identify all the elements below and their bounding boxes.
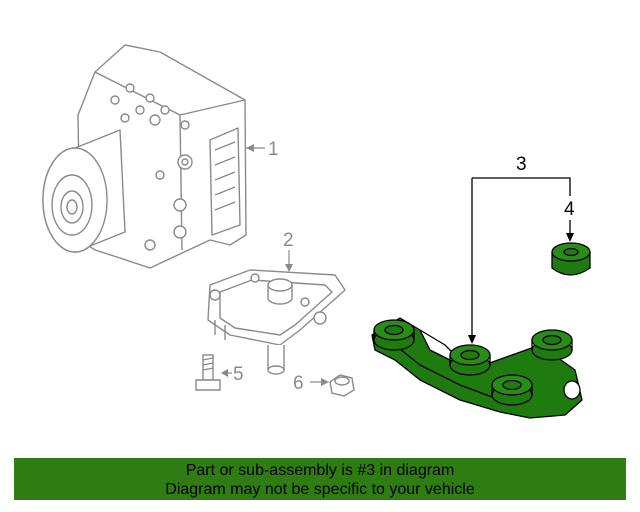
- callout-3: 3: [516, 154, 527, 175]
- leader-arrow-6: [321, 378, 329, 386]
- leader-arrow-4: [566, 233, 574, 242]
- leader-line-3-bracket: [472, 177, 571, 196]
- leader-arrow-3: [468, 335, 476, 344]
- abs-modulator-unit: [42, 44, 247, 269]
- banner-line-1: Part or sub-assembly is #3 in diagram: [185, 462, 455, 479]
- nut-part-6: [329, 374, 355, 397]
- callout-5: 5: [233, 364, 244, 385]
- callout-1: 1: [268, 139, 279, 160]
- callout-6: 6: [293, 373, 304, 394]
- info-banner: Part or sub-assembly is #3 in diagram Di…: [14, 458, 626, 500]
- callout-4: 4: [564, 199, 575, 220]
- callout-2: 2: [283, 230, 294, 251]
- grommet-part-4: [551, 242, 591, 276]
- leader-arrow-5: [221, 369, 228, 377]
- leader-arrow-1: [246, 144, 254, 152]
- bolt-part-5: [195, 354, 221, 391]
- mounting-bracket-plate: [207, 269, 346, 375]
- leader-arrow-2: [285, 264, 293, 272]
- bracket-assembly-part-3: [371, 317, 583, 419]
- banner-line-2: Diagram may not be specific to your vehi…: [165, 481, 475, 498]
